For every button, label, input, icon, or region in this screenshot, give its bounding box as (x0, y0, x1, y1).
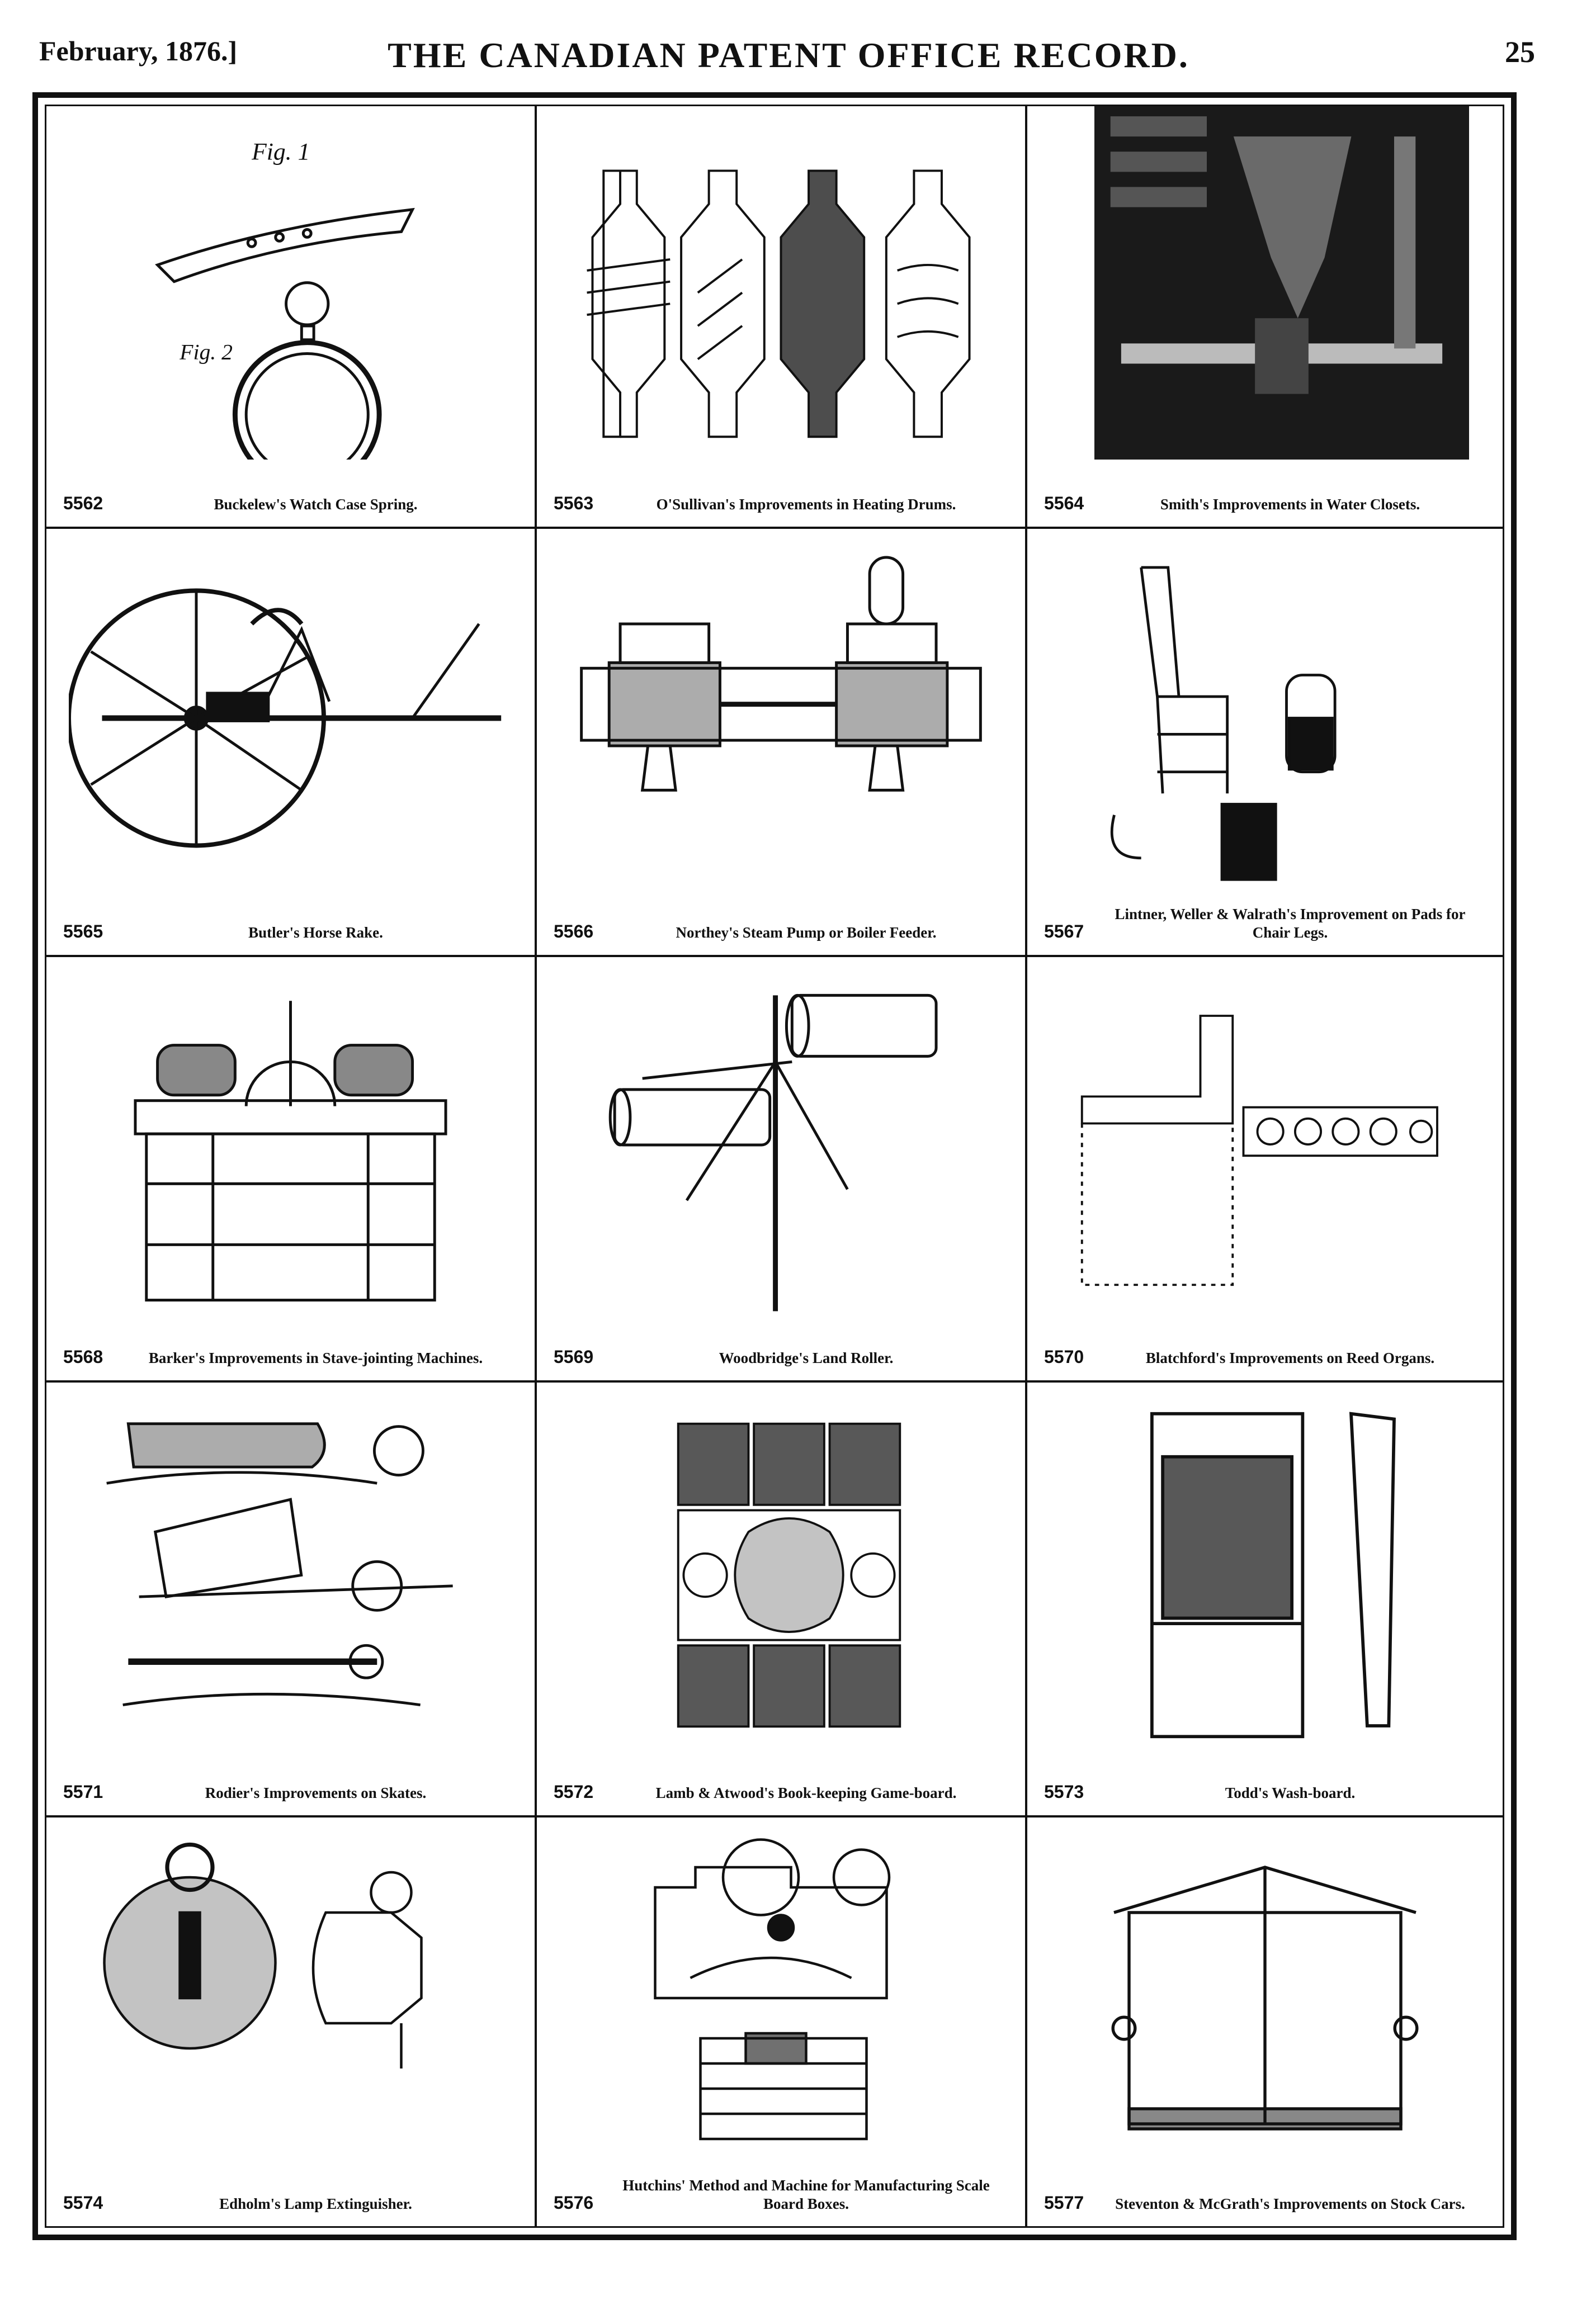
patent-cell: 5567 Lintner, Weller & Walrath's Improve… (1027, 529, 1503, 957)
patent-caption: 5562 Buckelew's Watch Case Spring. (63, 493, 518, 514)
patent-caption: 5573 Todd's Wash-board. (1044, 1782, 1486, 1803)
patent-caption: 5571 Rodier's Improvements on Skates. (63, 1782, 518, 1803)
page-number: 25 (1505, 35, 1535, 69)
reed-organ-illustration (1050, 977, 1480, 1313)
patent-caption: 5570 Blatchford's Improvements on Reed O… (1044, 1347, 1486, 1368)
patent-number: 5574 (63, 2193, 103, 2213)
patent-title: Woodbridge's Land Roller. (719, 1350, 894, 1367)
patent-number: 5565 (63, 921, 103, 941)
patent-title: Hutchins' Method and Machine for Manufac… (622, 2176, 990, 2213)
patent-title: Todd's Wash-board. (1225, 1785, 1356, 1802)
patent-title: Northey's Steam Pump or Boiler Feeder. (676, 924, 937, 941)
water-closet-illustration (1094, 106, 1469, 460)
patent-caption: 5572 Lamb & Atwood's Book-keeping Game-b… (554, 1782, 1008, 1803)
patent-title: Steventon & McGrath's Improvements on St… (1115, 2195, 1465, 2213)
patent-title: Buckelew's Watch Case Spring. (214, 496, 418, 513)
patent-number: 5569 (554, 1347, 594, 1367)
patent-cell: 5572 Lamb & Atwood's Book-keeping Game-b… (537, 1383, 1027, 1817)
patent-number: 5573 (1044, 1782, 1084, 1802)
patent-caption: 5565 Butler's Horse Rake. (63, 921, 518, 943)
patent-title: Edholm's Lamp Extinguisher. (219, 2195, 412, 2213)
patent-frame: Fig. 1 Fig. 2 5562 Buckelew's Watch Case… (32, 92, 1517, 2240)
patent-title: Rodier's Improvements on Skates. (205, 1785, 427, 1802)
patent-number: 5562 (63, 493, 103, 513)
patent-cell: 5576 Hutchins' Method and Machine for Ma… (537, 1817, 1027, 2226)
patent-cell: 5573 Todd's Wash-board. (1027, 1383, 1503, 1817)
patent-title: Blatchford's Improvements on Reed Organs… (1145, 1350, 1435, 1367)
lamp-extinguisher-illustration (69, 1837, 512, 2159)
patent-cell: 5563 O'Sullivan's Improvements in Heatin… (537, 106, 1027, 529)
land-roller-illustration (559, 977, 1003, 1313)
patent-cell: 5570 Blatchford's Improvements on Reed O… (1027, 957, 1503, 1383)
patent-cell: 5574 Edholm's Lamp Extinguisher. (46, 1817, 537, 2226)
stave-jointing-machine-illustration (69, 977, 512, 1313)
heating-drums-illustration (559, 126, 1003, 460)
patent-number: 5563 (554, 493, 594, 513)
patent-number: 5576 (554, 2193, 594, 2213)
patent-title: Barker's Improvements in Stave-jointing … (148, 1350, 483, 1367)
patent-title: Lintner, Weller & Walrath's Improvement … (1115, 905, 1466, 941)
patent-number: 5567 (1044, 921, 1084, 941)
chair-leg-pads-illustration (1050, 548, 1480, 888)
patent-number: 5568 (63, 1347, 103, 1367)
patent-caption: 5568 Barker's Improvements in Stave-join… (63, 1347, 518, 1368)
patent-title: Butler's Horse Rake. (248, 924, 383, 941)
patent-grid: Fig. 1 Fig. 2 5562 Buckelew's Watch Case… (45, 105, 1504, 2228)
patent-caption: 5574 Edholm's Lamp Extinguisher. (63, 2193, 518, 2214)
wash-board-illustration (1050, 1402, 1480, 1748)
patent-caption: 5567 Lintner, Weller & Walrath's Improve… (1044, 905, 1486, 943)
patent-cell: 5565 Butler's Horse Rake. (46, 529, 537, 957)
patent-title: Lamb & Atwood's Book-keeping Game-board. (655, 1785, 957, 1802)
patent-caption: 5563 O'Sullivan's Improvements in Heatin… (554, 493, 1008, 514)
steam-pump-illustration (559, 548, 1003, 888)
patent-number: 5566 (554, 921, 594, 941)
stock-car-illustration (1050, 1837, 1480, 2159)
patent-cell: 5564 Smith's Improvements in Water Close… (1027, 106, 1503, 529)
patent-caption: 5577 Steventon & McGrath's Improvements … (1044, 2193, 1486, 2214)
patent-cell: Fig. 1 Fig. 2 5562 Buckelew's Watch Case… (46, 106, 537, 529)
patent-cell: 5566 Northey's Steam Pump or Boiler Feed… (537, 529, 1027, 957)
patent-number: 5570 (1044, 1347, 1084, 1367)
patent-cell: 5569 Woodbridge's Land Roller. (537, 957, 1027, 1383)
patent-number: 5571 (63, 1782, 103, 1802)
watch-case-spring-illustration: Fig. 1 Fig. 2 (69, 126, 512, 460)
scale-board-box-machine-illustration (559, 1837, 1003, 2159)
game-board-illustration (559, 1402, 1003, 1748)
svg-text:Fig. 2: Fig. 2 (179, 339, 233, 364)
patent-number: 5577 (1044, 2193, 1084, 2213)
patent-caption: 5569 Woodbridge's Land Roller. (554, 1347, 1008, 1368)
patent-caption: 5564 Smith's Improvements in Water Close… (1044, 493, 1486, 514)
patent-number: 5572 (554, 1782, 594, 1802)
header-date: February, 1876.] (39, 35, 238, 67)
patent-title: O'Sullivan's Improvements in Heating Dru… (656, 496, 956, 513)
svg-text:Fig. 1: Fig. 1 (251, 139, 310, 165)
patent-title: Smith's Improvements in Water Closets. (1160, 496, 1420, 513)
patent-caption: 5566 Northey's Steam Pump or Boiler Feed… (554, 921, 1008, 943)
patent-cell: 5568 Barker's Improvements in Stave-join… (46, 957, 537, 1383)
patent-cell: 5577 Steventon & McGrath's Improvements … (1027, 1817, 1503, 2226)
horse-rake-illustration (69, 548, 512, 888)
patent-number: 5564 (1044, 493, 1084, 513)
patent-cell: 5571 Rodier's Improvements on Skates. (46, 1383, 537, 1817)
skates-illustration (69, 1402, 512, 1748)
patent-caption: 5576 Hutchins' Method and Machine for Ma… (554, 2176, 1008, 2214)
page-title: THE CANADIAN PATENT OFFICE RECORD. (388, 35, 1189, 75)
